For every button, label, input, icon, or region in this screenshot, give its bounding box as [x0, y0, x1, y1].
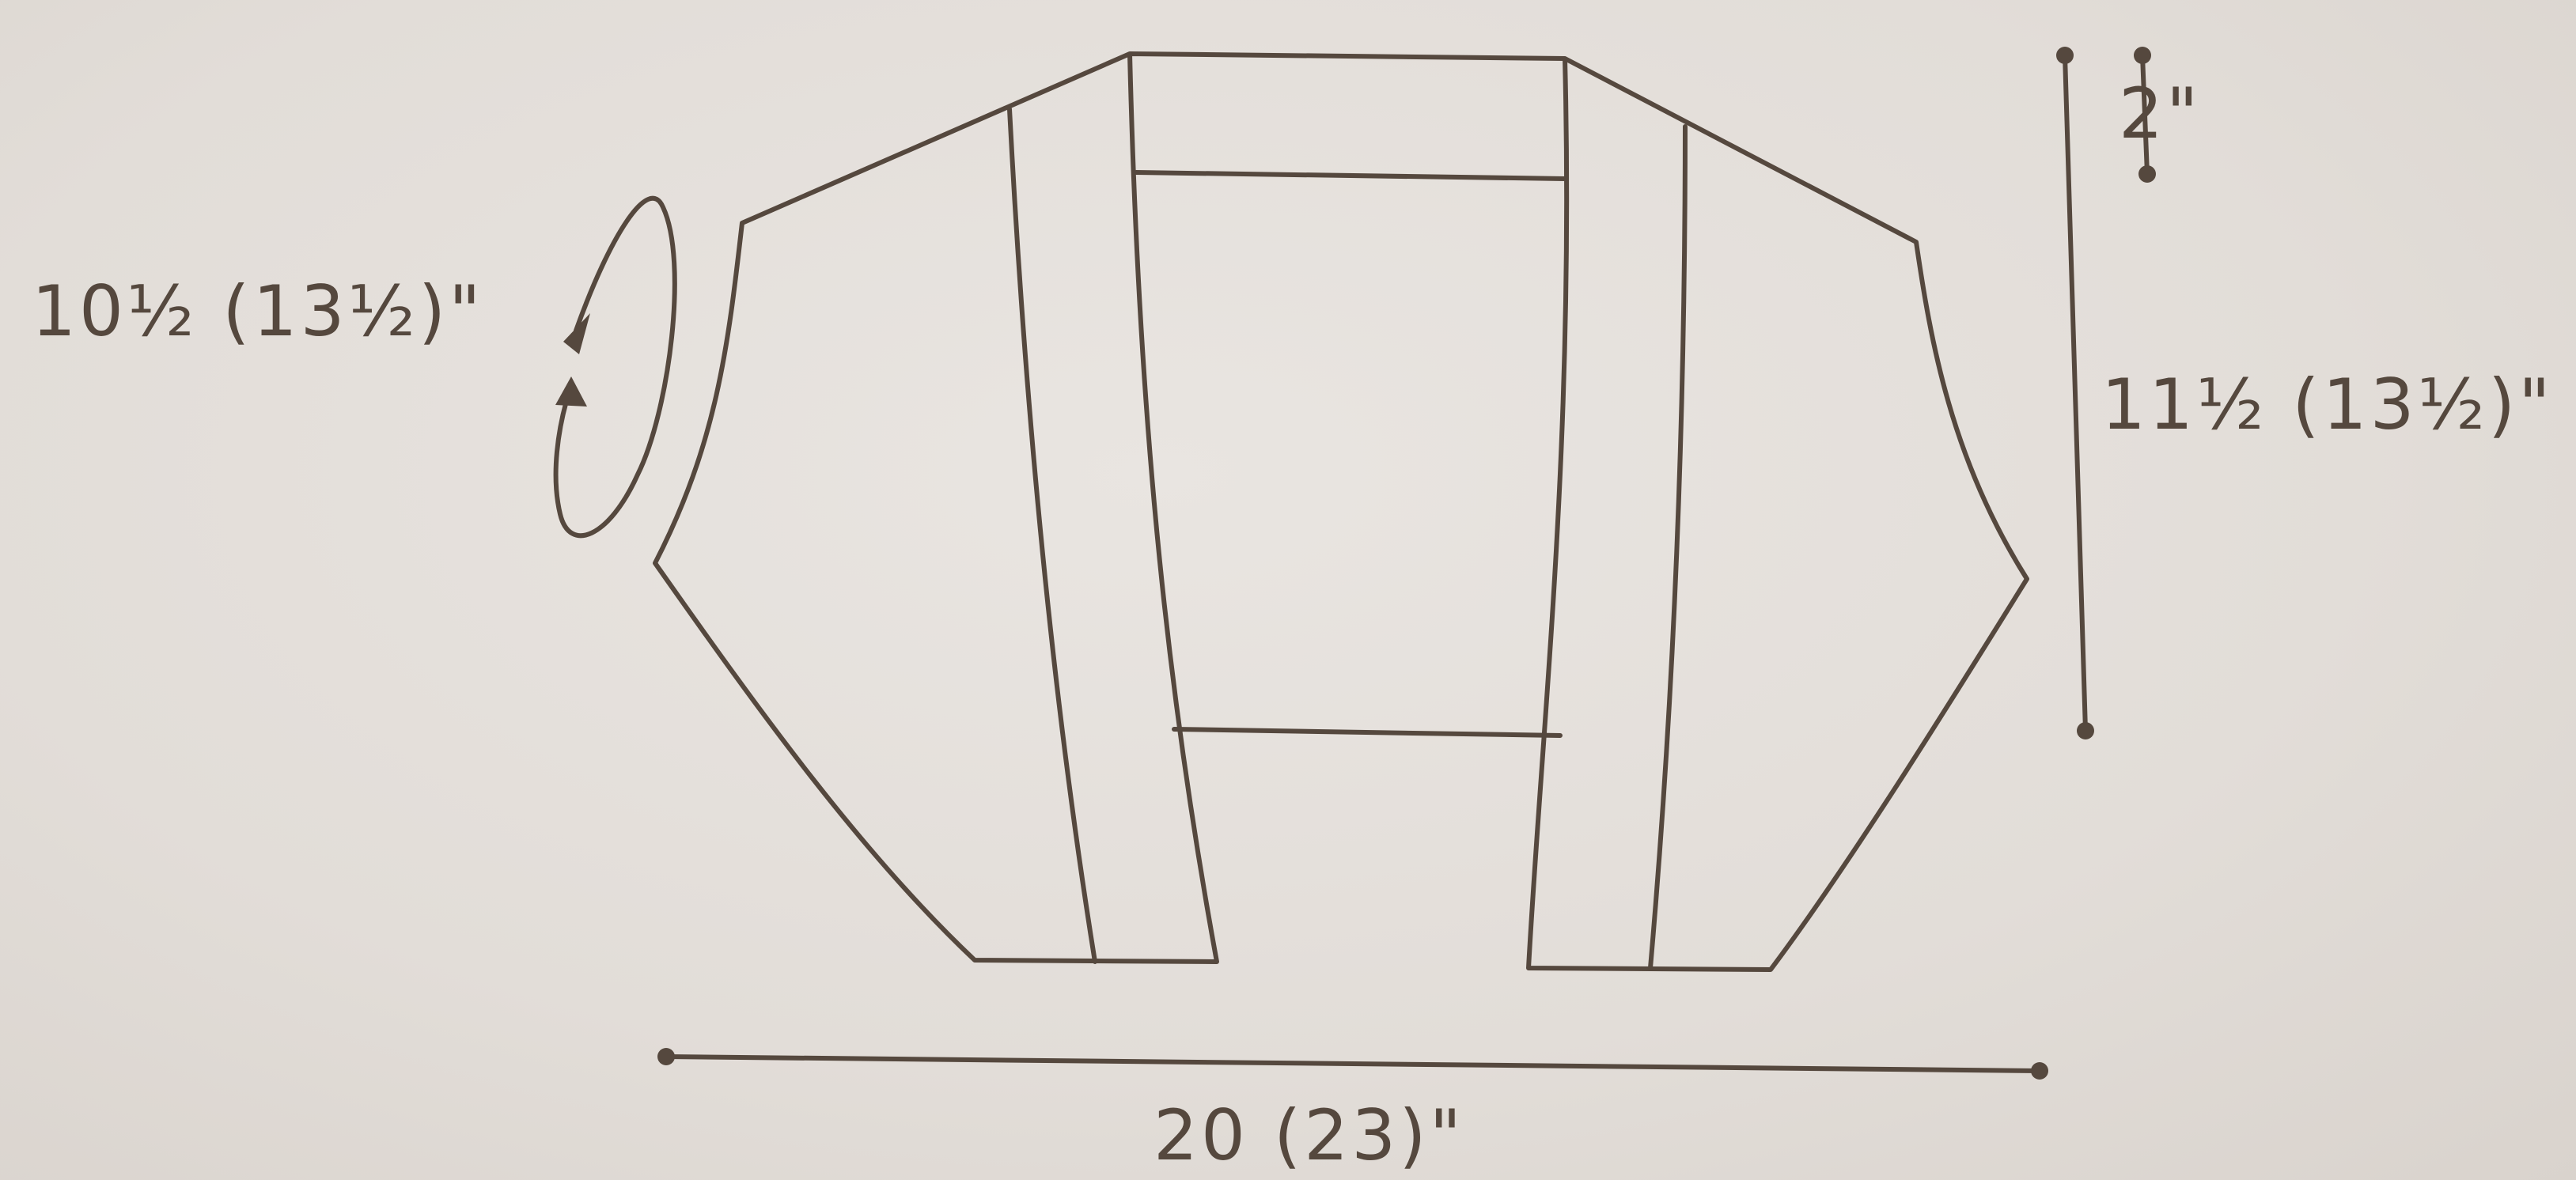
yoke-depth-label: 2" [2119, 73, 2202, 154]
height-endpoint-bottom [2077, 722, 2094, 739]
back-yoke-line [1134, 170, 1567, 181]
sleeve-circumference-loop [553, 195, 677, 539]
width-dimension-line [664, 1054, 2042, 1073]
back-hem-line [1172, 727, 1563, 738]
height-dimension-line [2063, 53, 2088, 733]
right-band-inner-edge [1648, 124, 1688, 970]
garment-outline [653, 51, 2029, 972]
left-band-inner-edge [1007, 107, 1097, 964]
yoke-depth-endpoint-bottom [2138, 165, 2156, 183]
width-endpoint-right [2031, 1062, 2048, 1080]
width-endpoint-left [657, 1048, 675, 1065]
width-label: 20 (23)" [1154, 1095, 1465, 1176]
sleeve-arrow-head-top [563, 313, 590, 354]
sleeve-circumference-label: 10½ (13½)" [32, 270, 484, 352]
yoke-depth-dimension-line [2140, 53, 2150, 176]
sleeve-arrow-head-bottom [555, 376, 587, 407]
height-endpoint-top [2056, 47, 2074, 64]
height-label: 11½ (13½)" [2101, 364, 2554, 445]
yoke-depth-endpoint-top [2134, 47, 2151, 64]
